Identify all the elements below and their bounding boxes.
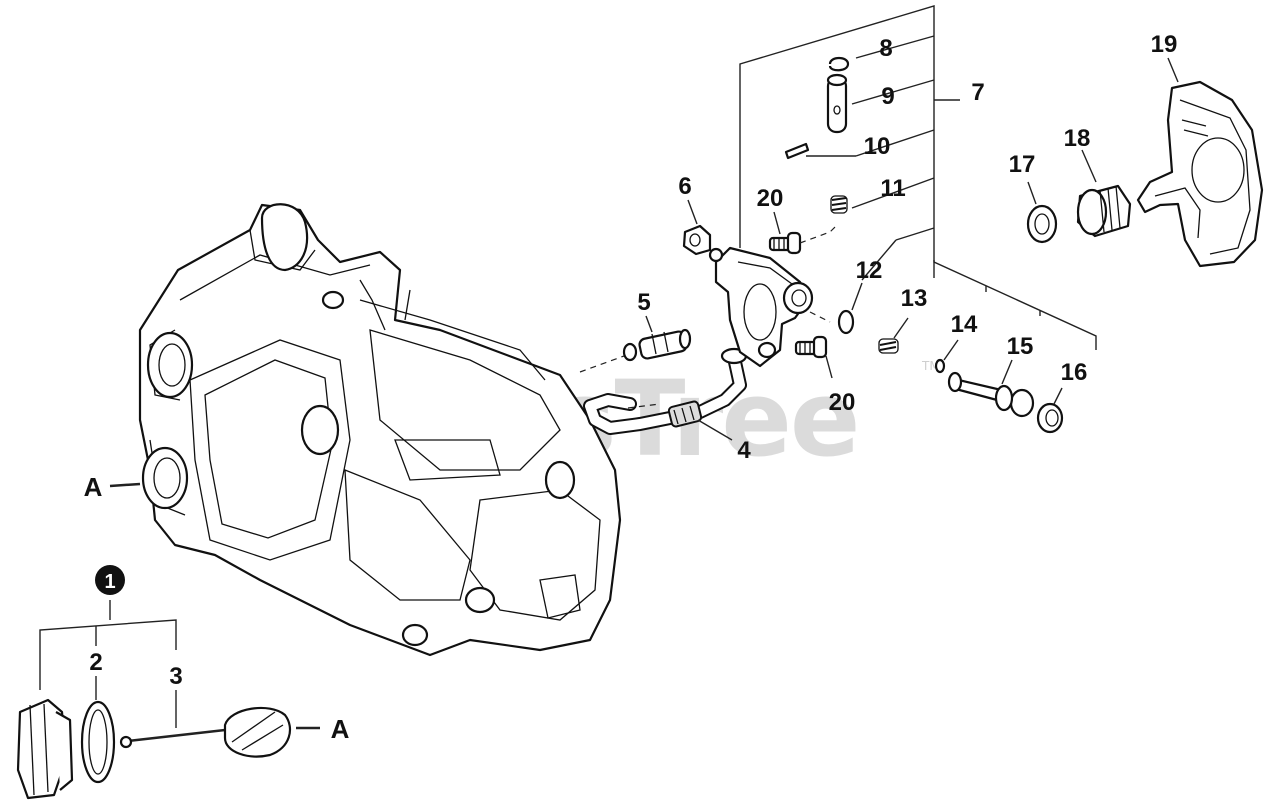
callout-14: 14 <box>951 311 978 338</box>
callout-12: 12 <box>856 257 883 284</box>
callout-1: 1 <box>104 571 115 593</box>
screw-lower <box>794 335 828 359</box>
valve-parts <box>837 309 1064 434</box>
oil-pump-assembly <box>682 224 837 368</box>
callout-3: 3 <box>169 663 182 690</box>
trademark-mark: TM <box>921 359 940 373</box>
worm-gear-cover <box>1026 80 1264 268</box>
callout-15: 15 <box>1007 333 1034 360</box>
fitting-part-5 <box>579 328 692 373</box>
reference-a-housing: A <box>84 472 103 502</box>
callout-20-upper: 20 <box>757 185 784 212</box>
oil-cap-assembly <box>16 698 292 800</box>
callout-18: 18 <box>1064 125 1091 152</box>
leader-lines <box>39 5 1179 730</box>
screw-upper <box>768 231 802 255</box>
callout-13: 13 <box>901 285 928 312</box>
callout-5: 5 <box>637 289 650 316</box>
callout-2: 2 <box>89 649 102 676</box>
callout-17: 17 <box>1009 151 1036 178</box>
callout-8: 8 <box>879 35 892 62</box>
callout-11: 11 <box>880 175 905 202</box>
plunger-parts <box>784 56 850 214</box>
crankcase-housing <box>138 203 622 657</box>
callout-6: 6 <box>678 173 691 200</box>
callout-10: 10 <box>864 133 891 160</box>
callout-19: 19 <box>1151 31 1178 58</box>
callout-1-badge <box>95 565 125 595</box>
callout-9: 9 <box>881 83 894 110</box>
callout-20-lower: 20 <box>829 389 856 416</box>
callout-4: 4 <box>737 437 751 464</box>
callout-labels: 1 2 3 4 5 6 7 8 9 10 11 12 13 14 15 16 1… <box>84 31 1178 744</box>
callout-7: 7 <box>971 79 984 106</box>
reference-a-cap: A <box>331 714 350 744</box>
callout-16: 16 <box>1061 359 1088 386</box>
